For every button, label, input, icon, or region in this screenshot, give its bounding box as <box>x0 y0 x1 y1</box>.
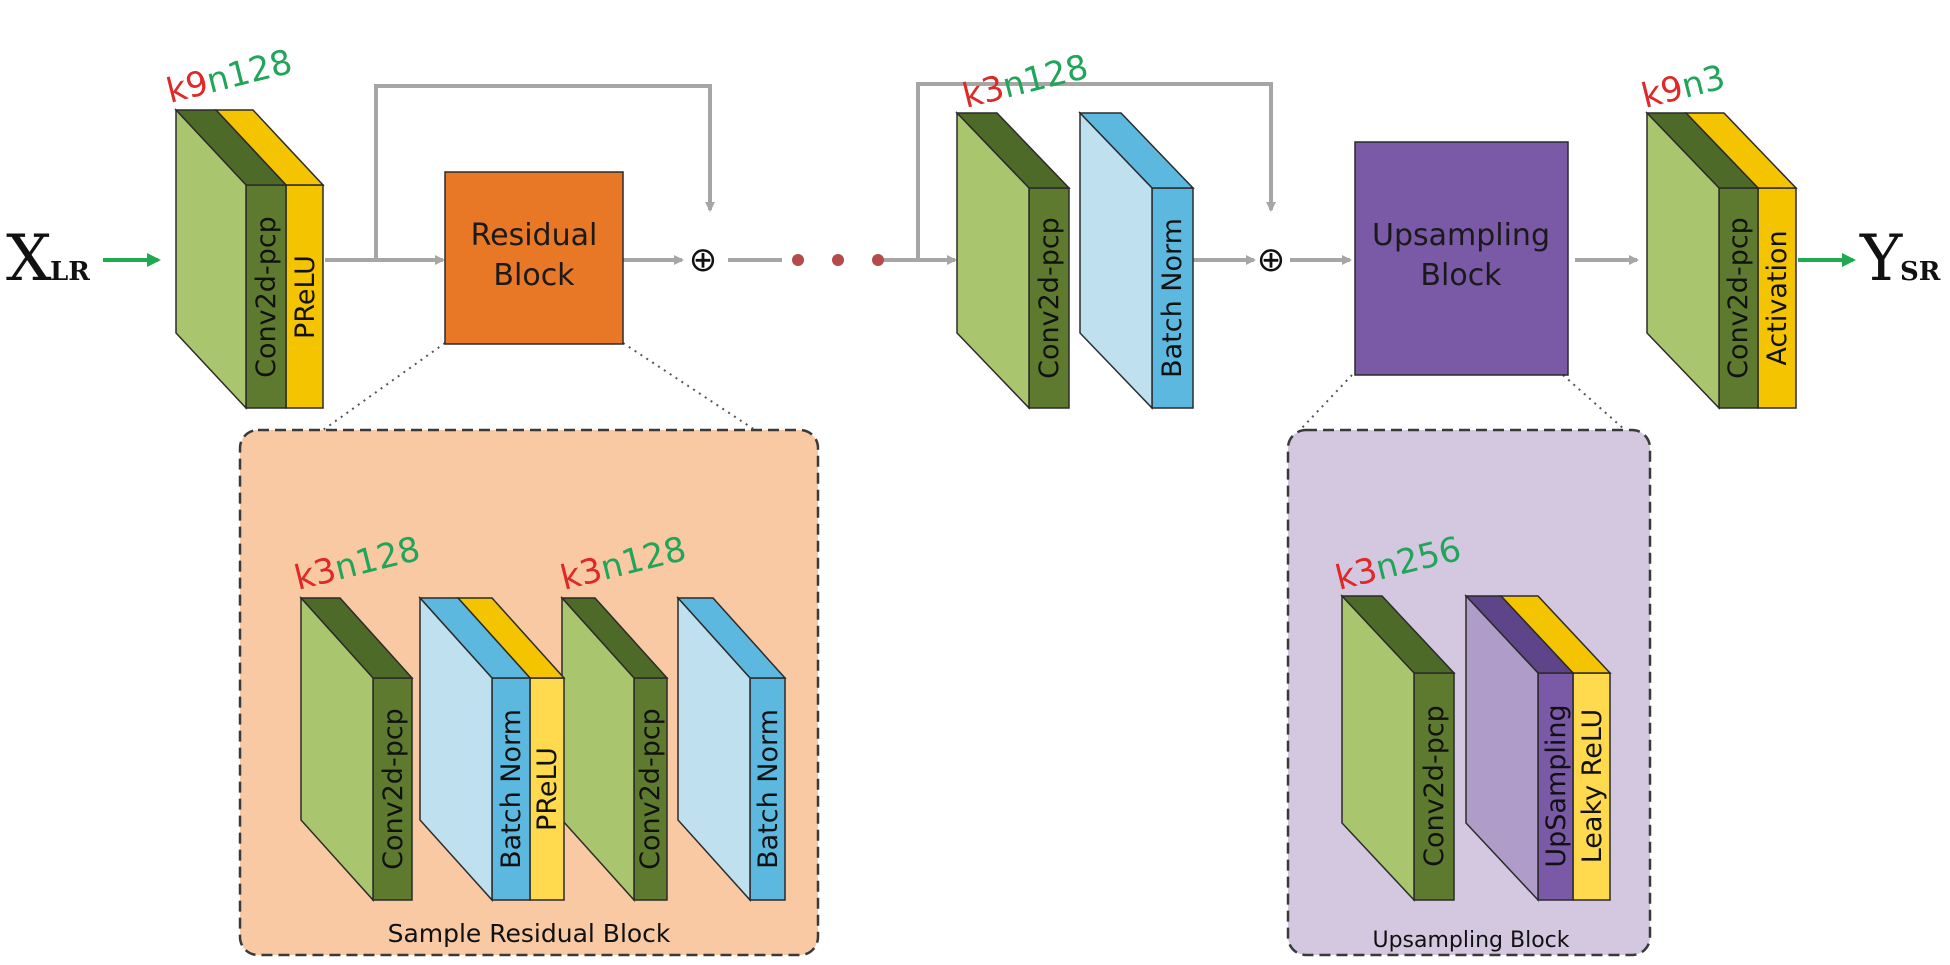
output-label: Y <box>1859 222 1903 296</box>
sample-prelu-label: PReLU <box>532 747 563 831</box>
first-conv-label: Conv2d-pcp <box>251 216 282 378</box>
input-label: X <box>6 222 52 296</box>
upsampling-block-line2: Block <box>1420 258 1502 293</box>
bn-stage-conv-label: Conv2d-pcp <box>1034 217 1065 379</box>
last-conv-label: Conv2d-pcp <box>1723 217 1754 379</box>
input-subscript: LR <box>50 257 90 287</box>
sample-conv1-k: k3 <box>291 550 341 599</box>
last-stage-k: k9 <box>1638 68 1688 117</box>
bn-stage-k: k3 <box>959 68 1009 117</box>
sample-residual-layers: Conv2d-pcp Batch Norm PReLU Conv2d-pcp B… <box>299 596 787 902</box>
bn-stage-n: n128 <box>999 47 1093 107</box>
bn-conv-stage: Conv2d-pcp Batch Norm <box>955 111 1195 410</box>
sample-bn1-label: Batch Norm <box>496 709 527 869</box>
upsampling-detail-k: k3 <box>1332 550 1382 599</box>
residual-block <box>444 171 624 345</box>
upsampling-conv-label: Conv2d-pcp <box>1419 705 1450 867</box>
first-prelu-label: PReLU <box>290 255 321 339</box>
residual-block-line2: Block <box>493 258 575 293</box>
upsampling-detail-layers: Conv2d-pcp UpSampling Leaky ReLU <box>1340 594 1612 902</box>
add-symbol-1: ⊕ <box>689 240 718 280</box>
add-symbol-2: ⊕ <box>1257 240 1286 280</box>
output-subscript: SR <box>1900 257 1941 287</box>
sample-conv1-label: Conv2d-pcp <box>378 708 409 870</box>
last-conv-stage: Conv2d-pcp Activation <box>1645 111 1798 410</box>
first-conv-stage: Conv2d-pcp PReLU <box>174 108 325 410</box>
sample-conv2-k: k3 <box>557 550 607 599</box>
upsampling-block <box>1354 141 1569 376</box>
leaky-relu-label: Leaky ReLU <box>1577 709 1608 864</box>
sample-residual-caption: Sample Residual Block <box>388 919 671 948</box>
upsampling-detail-caption: Upsampling Block <box>1372 928 1569 953</box>
ellipsis-dots <box>792 254 884 266</box>
last-activation-label: Activation <box>1762 230 1793 365</box>
sample-conv2-label: Conv2d-pcp <box>635 708 666 870</box>
last-stage-n: n3 <box>1678 57 1730 106</box>
residual-block-line1: Residual <box>471 218 598 253</box>
first-stage-k: k9 <box>163 63 213 112</box>
bn-stage-bn-label: Batch Norm <box>1157 218 1188 378</box>
first-stage-n: n128 <box>203 42 297 102</box>
upsampling-block-line1: Upsampling <box>1372 218 1550 253</box>
flow-arrows <box>103 82 1856 267</box>
zoom-lines <box>322 342 1626 431</box>
sample-bn2-label: Batch Norm <box>753 709 784 869</box>
upsampling-layer-label: UpSampling <box>1541 704 1572 867</box>
